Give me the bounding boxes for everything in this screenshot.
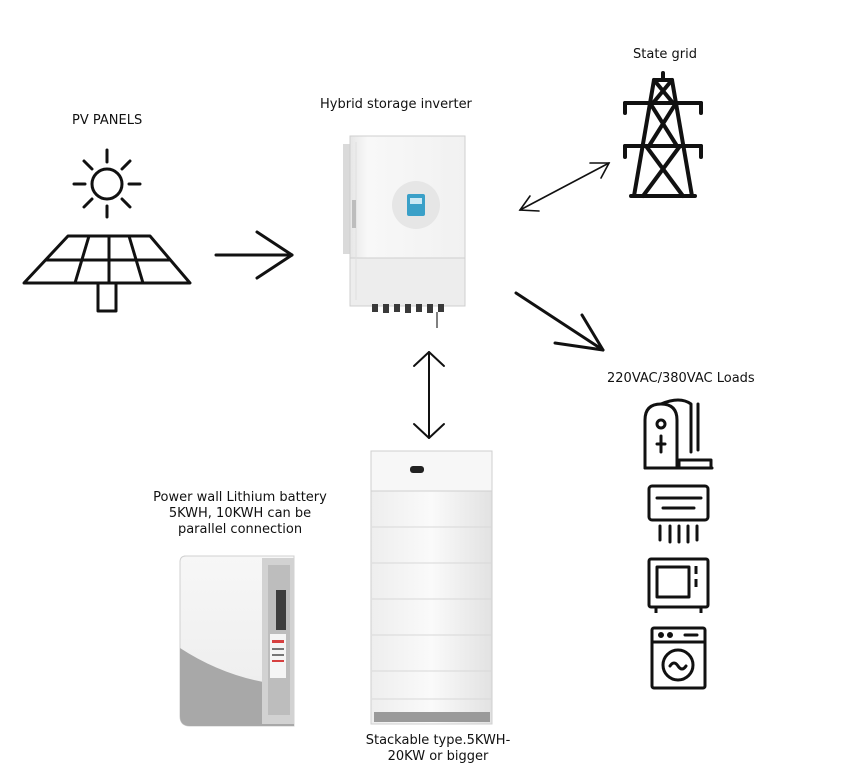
grid-label: State grid bbox=[633, 47, 698, 62]
stackable-label: Stackable type.5KWH- 20KW or bigger bbox=[358, 733, 518, 765]
solar-panel-icon bbox=[22, 234, 192, 313]
stackable-label-line1: Stackable type.5KWH- bbox=[365, 733, 511, 748]
vacuum-icon bbox=[643, 398, 714, 470]
pv-panels-label: PV PANELS bbox=[72, 113, 143, 128]
air-conditioner-icon bbox=[647, 484, 710, 544]
power-tower-icon bbox=[623, 71, 703, 198]
washing-machine-icon bbox=[650, 626, 707, 690]
inverter-battery-arrow bbox=[413, 351, 445, 439]
inverter-label: Hybrid storage inverter bbox=[320, 97, 472, 112]
powerwall-label-line1: Power wall Lithium battery bbox=[153, 490, 327, 505]
pv-to-inverter-arrow bbox=[214, 230, 294, 280]
powerwall-battery bbox=[179, 555, 295, 727]
hybrid-inverter bbox=[343, 135, 466, 328]
microwave-icon bbox=[647, 557, 710, 613]
stackable-battery bbox=[370, 450, 493, 725]
powerwall-label: Power wall Lithium battery 5KWH, 10KWH c… bbox=[150, 490, 330, 538]
inverter-to-loads-arrow bbox=[514, 291, 605, 352]
stackable-label-line2: 20KW or bigger bbox=[387, 749, 489, 764]
sun-icon bbox=[72, 148, 142, 219]
powerwall-label-line2: 5KWH, 10KWH can be bbox=[168, 506, 312, 521]
powerwall-label-line3: parallel connection bbox=[177, 522, 303, 537]
inverter-grid-arrow bbox=[518, 162, 611, 212]
loads-label: 220VAC/380VAC Loads bbox=[607, 371, 755, 386]
